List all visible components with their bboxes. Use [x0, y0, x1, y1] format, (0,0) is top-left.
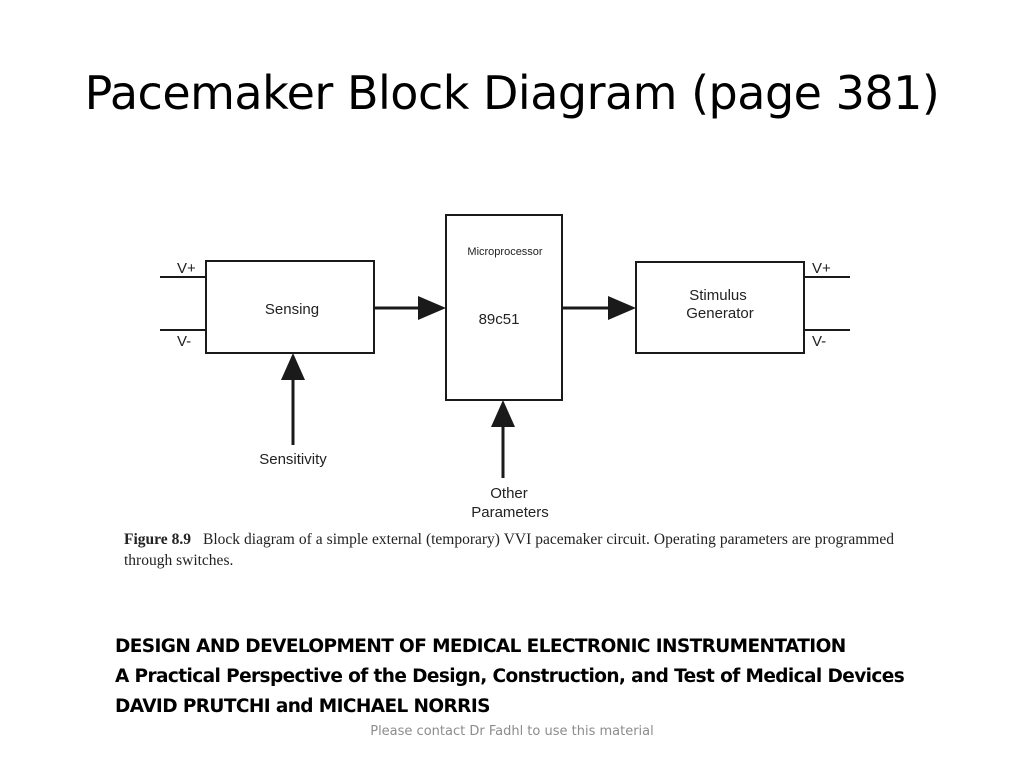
book-authors: DAVID PRUTCHI and MICHAEL NORRIS — [115, 696, 490, 717]
other-parameters-line1: Other — [490, 485, 528, 502]
output-positive-label: V+ — [812, 260, 831, 277]
input-positive-label: V+ — [177, 260, 196, 277]
sensing-to-micro-arrowhead — [418, 296, 446, 320]
sensitivity-arrowhead — [281, 353, 305, 380]
stimulus-label-line2: Generator — [686, 305, 754, 322]
book-subtitle: A Practical Perspective of the Design, C… — [115, 666, 905, 687]
microprocessor-title: Microprocessor — [467, 246, 543, 258]
slide-title: Pacemaker Block Diagram (page 381) — [84, 66, 940, 120]
output-negative-label: V- — [812, 333, 826, 350]
parameters-arrowhead — [491, 400, 515, 427]
book-reference: DESIGN AND DEVELOPMENT OF MEDICAL ELECTR… — [115, 632, 905, 722]
footer-note: Please contact Dr Fadhl to use this mate… — [370, 724, 654, 739]
book-title: DESIGN AND DEVELOPMENT OF MEDICAL ELECTR… — [115, 636, 846, 657]
stimulus-generator-block — [635, 261, 805, 354]
sensing-label: Sensing — [265, 301, 319, 318]
microprocessor-part: 89c51 — [479, 311, 520, 328]
stimulus-label-line1: Stimulus — [689, 287, 747, 304]
input-negative-label: V- — [177, 333, 191, 350]
other-parameters-line2: Parameters — [471, 504, 549, 521]
figure-label: Figure 8.9 — [124, 531, 192, 548]
figure-caption-text: Block diagram of a simple external (temp… — [124, 531, 894, 569]
sensitivity-label: Sensitivity — [259, 451, 327, 468]
micro-to-stimulus-arrowhead — [608, 296, 636, 320]
microprocessor-block — [445, 214, 563, 401]
